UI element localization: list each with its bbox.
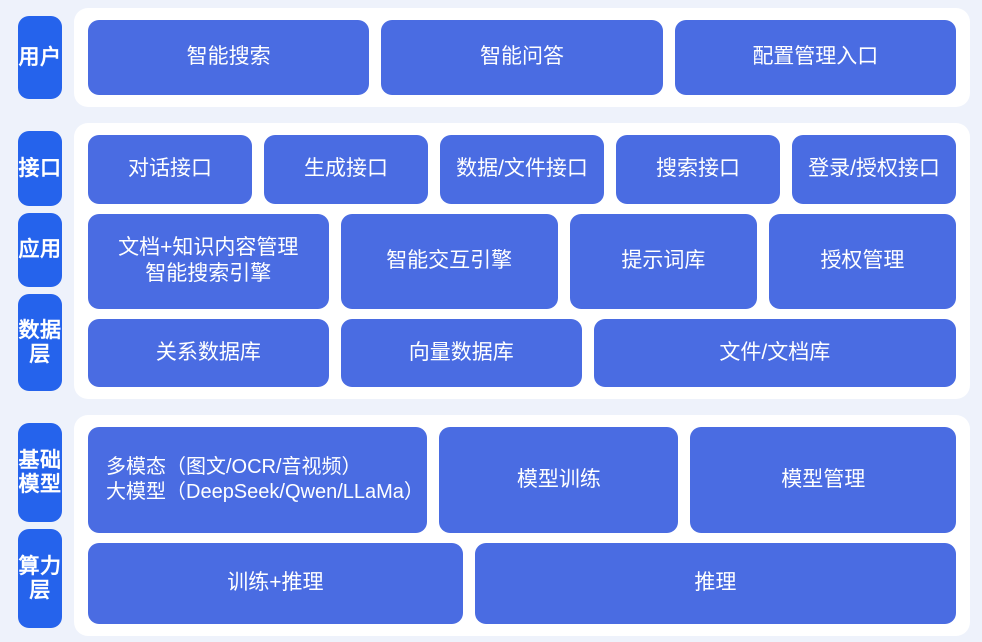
card-smart-qa[interactable]: 智能问答 bbox=[381, 20, 663, 96]
card-login-auth-interface[interactable]: 登录/授权接口 bbox=[792, 135, 956, 204]
section-label-user: 用户 bbox=[18, 16, 62, 100]
card-authorization-management[interactable]: 授权管理 bbox=[768, 213, 956, 310]
card-doc-knowledge-management[interactable]: 文档+知识内容管理 智能搜索引擎 bbox=[88, 213, 329, 310]
card-generation-interface[interactable]: 生成接口 bbox=[264, 135, 428, 204]
section-user: 用户 智能搜索 智能问答 配置管理入口 bbox=[6, 8, 976, 108]
section-foundation-labels: 基础模型 算力层 bbox=[6, 415, 68, 636]
card-multimodal-llm[interactable]: 多模态（图文/OCR/音视频） 大模型（DeepSeek/Qwen/LLaMa） bbox=[88, 427, 428, 533]
card-prompt-library[interactable]: 提示词库 bbox=[569, 213, 757, 310]
section-label-data: 数据层 bbox=[18, 293, 62, 392]
section-middle: 接口 应用 数据层 对话接口 生成接口 数据/文件接口 搜索接口 登录/授权接口… bbox=[6, 123, 976, 400]
section-foundation: 基础模型 算力层 多模态（图文/OCR/音视频） 大模型（DeepSeek/Qw… bbox=[6, 415, 976, 636]
row-data: 关系数据库 向量数据库 文件/文档库 bbox=[88, 319, 956, 388]
card-config-management-entry[interactable]: 配置管理入口 bbox=[674, 20, 956, 96]
card-dialog-interface[interactable]: 对话接口 bbox=[88, 135, 252, 204]
card-relational-database[interactable]: 关系数据库 bbox=[88, 319, 329, 388]
section-middle-labels: 接口 应用 数据层 bbox=[6, 123, 68, 399]
section-label-foundation-model: 基础模型 bbox=[18, 423, 62, 523]
row-interface: 对话接口 生成接口 数据/文件接口 搜索接口 登录/授权接口 bbox=[88, 135, 956, 204]
section-user-panel: 智能搜索 智能问答 配置管理入口 bbox=[74, 8, 970, 108]
section-user-labels: 用户 bbox=[6, 8, 68, 107]
card-file-document-store[interactable]: 文件/文档库 bbox=[593, 319, 956, 388]
section-label-application: 应用 bbox=[18, 212, 62, 287]
card-model-training[interactable]: 模型训练 bbox=[439, 427, 679, 533]
card-smart-search[interactable]: 智能搜索 bbox=[88, 20, 370, 96]
row-compute: 训练+推理 推理 bbox=[88, 542, 956, 624]
section-middle-panel: 对话接口 生成接口 数据/文件接口 搜索接口 登录/授权接口 文档+知识内容管理… bbox=[74, 123, 970, 400]
row-user-entries: 智能搜索 智能问答 配置管理入口 bbox=[88, 20, 956, 96]
card-training-inference[interactable]: 训练+推理 bbox=[88, 542, 463, 624]
card-vector-database[interactable]: 向量数据库 bbox=[340, 319, 582, 388]
row-application: 文档+知识内容管理 智能搜索引擎 智能交互引擎 提示词库 授权管理 bbox=[88, 213, 956, 310]
row-model: 多模态（图文/OCR/音视频） 大模型（DeepSeek/Qwen/LLaMa）… bbox=[88, 427, 956, 533]
section-foundation-panel: 多模态（图文/OCR/音视频） 大模型（DeepSeek/Qwen/LLaMa）… bbox=[74, 415, 970, 636]
card-search-interface[interactable]: 搜索接口 bbox=[616, 135, 780, 204]
card-smart-interaction-engine[interactable]: 智能交互引擎 bbox=[340, 213, 558, 310]
section-label-compute: 算力层 bbox=[18, 529, 62, 628]
card-data-file-interface[interactable]: 数据/文件接口 bbox=[440, 135, 604, 204]
card-model-management[interactable]: 模型管理 bbox=[690, 427, 956, 533]
card-inference[interactable]: 推理 bbox=[474, 542, 956, 624]
section-label-interface: 接口 bbox=[18, 131, 62, 206]
